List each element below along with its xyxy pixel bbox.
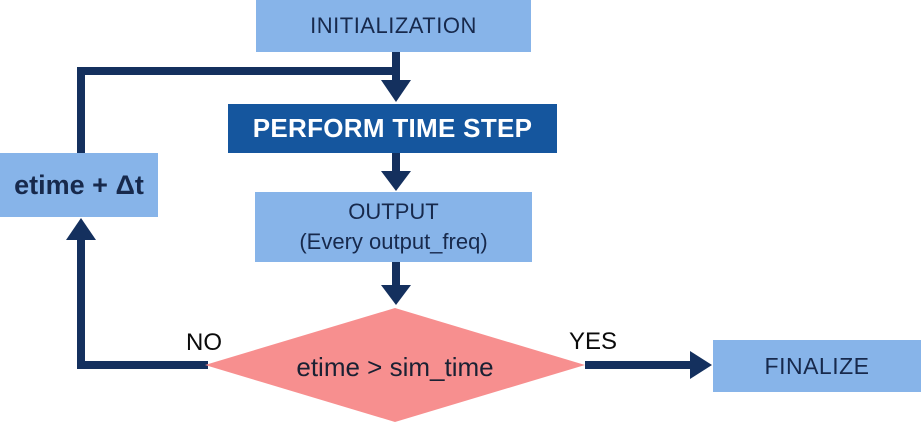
edge-output-to-decision (381, 262, 411, 305)
node-finalize: FINALIZE (713, 340, 921, 392)
node-etime-increment-label: etime + Δt (14, 169, 144, 200)
node-perform-time-step: PERFORM TIME STEP (228, 104, 557, 153)
edge-init-to-perform (381, 52, 411, 102)
node-output-label: OUTPUT (348, 199, 439, 224)
node-initialization-label: INITIALIZATION (310, 13, 477, 38)
node-decision-label: etime > sim_time (296, 352, 494, 382)
node-output: OUTPUT (Every output_freq) (255, 192, 532, 262)
arrowhead-down (381, 285, 411, 305)
node-initialization: INITIALIZATION (256, 0, 531, 52)
edge-decision-yes-to-finalize (585, 351, 712, 379)
arrowhead-right (690, 351, 712, 379)
arrowhead-down (381, 80, 411, 102)
arrowhead-up (66, 218, 96, 240)
node-decision-shape (205, 308, 585, 422)
edge-label-yes: YES (569, 328, 618, 355)
node-finalize-label: FINALIZE (764, 352, 870, 379)
arrowhead-down (381, 171, 411, 191)
edge-decision-no-to-etime (66, 218, 208, 369)
node-etime-increment: etime + Δt (0, 153, 158, 217)
edge-label-no: NO (186, 329, 222, 356)
node-perform-time-step-label: PERFORM TIME STEP (252, 113, 533, 143)
edge-loop-feedback (77, 67, 400, 153)
node-output-sublabel: (Every output_freq) (299, 229, 488, 254)
edge-perform-to-output (381, 153, 411, 191)
